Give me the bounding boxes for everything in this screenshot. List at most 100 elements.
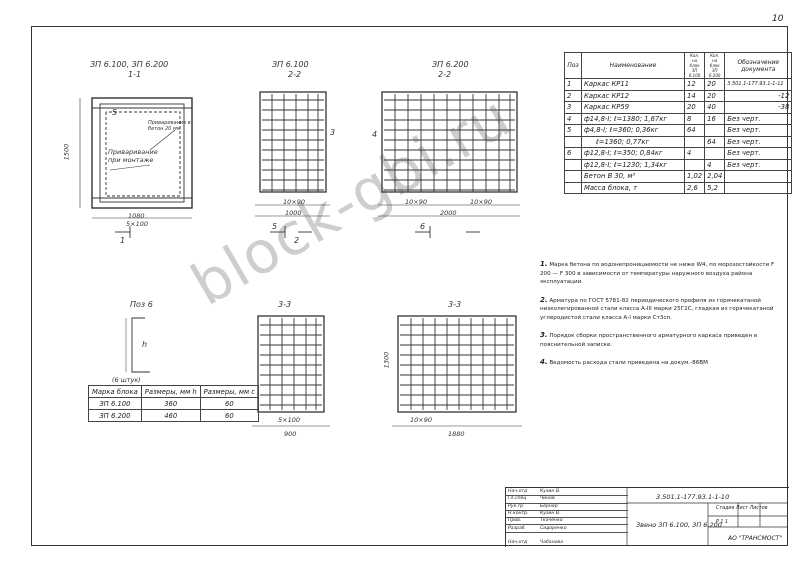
- spec-cell: 64: [683, 124, 706, 137]
- spec-cell: 3.501.1-177.93.1-1-11: [724, 78, 793, 91]
- note-number: 3.: [540, 331, 548, 339]
- view-1-section: [79, 97, 193, 238]
- spec-header-doc: Обозначение документа: [724, 52, 793, 79]
- spec-cell: 2,6: [683, 181, 706, 194]
- note-text: Арматура по ГОСТ 5781-82 периодического …: [540, 297, 774, 321]
- spec-cell: -12: [724, 89, 793, 102]
- dim-1080: 1080: [128, 212, 145, 220]
- spec-cell: 40: [704, 101, 726, 114]
- spec-cell: [564, 170, 582, 183]
- stage-values: Р 1 1: [716, 520, 729, 525]
- spec-cell: Без черт.: [724, 112, 793, 125]
- drawing-frame: [31, 26, 788, 546]
- spec-cell: 20: [704, 89, 726, 102]
- view-3-section: [378, 91, 520, 238]
- role: Разраб.: [508, 525, 527, 531]
- role: Нач.отд: [508, 540, 528, 545]
- document-code: 3.501.1-177.93.1-1-10: [656, 493, 730, 501]
- spec-cell: 14: [683, 89, 706, 102]
- note-item: 3. Порядок сборки пространственного арма…: [540, 331, 780, 349]
- person: Ткаченко: [540, 518, 563, 524]
- pos6-label: Поз 6: [130, 300, 153, 309]
- spec-cell: Масса блока, т: [581, 181, 685, 194]
- callout-h: h: [142, 340, 148, 349]
- note-text: Марка бетона по водонепроницаемости не н…: [540, 262, 775, 285]
- spec-header-qty2: Кол. на блок ЗП 6.200: [704, 52, 726, 79]
- spec-cell: 3: [564, 101, 582, 114]
- spec-cell: 20: [683, 101, 706, 114]
- signature-row: Разраб. Сидоренко: [506, 525, 628, 533]
- person: Сидоренко: [540, 525, 567, 531]
- view-1-title: ЗП 6.100, ЗП 6.200: [90, 60, 169, 69]
- spec-cell: [724, 181, 793, 194]
- dim-10x90-c: 10×90: [470, 198, 492, 206]
- view-2-section-label: 2-2: [288, 70, 302, 79]
- signature-row: Н.контр.Кузин В.: [506, 510, 628, 519]
- view-2-section: [255, 91, 330, 238]
- role: Гл.спец: [508, 496, 527, 502]
- spec-cell: [564, 135, 582, 148]
- spec-cell: [564, 158, 582, 171]
- signature-row: Пров. Ткаченко: [506, 517, 628, 526]
- view-5-section: [392, 315, 522, 427]
- dim-1880: 1880: [448, 430, 465, 438]
- cut-label-2: 2: [294, 236, 300, 245]
- spec-cell: [683, 135, 706, 148]
- spec-cell: ф12,8-I; ℓ=350; 0,84кг: [581, 147, 685, 160]
- note-text: Порядок сборки пространственного арматур…: [540, 333, 758, 348]
- pos6-note: (6 штук): [112, 376, 141, 384]
- spec-cell: 16: [704, 112, 726, 125]
- spec-cell: 5: [564, 124, 582, 137]
- view-1-frame-note: Приваривание в бетон 20 мм: [148, 120, 191, 132]
- mini-cell: 360: [140, 397, 201, 410]
- spec-header-qty1: Кол. на блок ЗП 6.100: [683, 52, 706, 79]
- cut-label-1: 1: [120, 236, 126, 245]
- role: Нач.отд: [508, 489, 528, 494]
- view-4-section-label: 3-3: [278, 300, 292, 309]
- note-item: 1. Марка бетона по водонепроницаемости н…: [540, 260, 780, 287]
- spec-cell: ф4,8-I; ℓ=360; 0,36кг: [581, 124, 685, 137]
- view-3-section-label: 2-2: [438, 70, 452, 79]
- pos6-detail: [125, 317, 150, 373]
- mini-cell: ЗП 6.200: [88, 409, 142, 422]
- mini-cell: 60: [199, 397, 260, 410]
- callout-3: 3: [330, 128, 336, 137]
- spec-cell: [704, 124, 726, 137]
- spec-cell: [724, 170, 793, 183]
- dim-10x90-d: 10×90: [410, 416, 432, 424]
- notes-block: 1. Марка бетона по водонепроницаемости н…: [540, 260, 780, 377]
- dim-1300: 1300: [382, 351, 391, 369]
- spec-cell: ф12,8-I; ℓ=1230; 1,34кг: [581, 158, 685, 171]
- spec-cell: Без черт.: [724, 158, 793, 171]
- dim-5x100: 5×100: [126, 220, 148, 228]
- spec-cell: 5,2: [704, 181, 726, 194]
- dim-10x90: 10×90: [283, 198, 305, 206]
- note-number: 2.: [540, 295, 548, 304]
- mini-header: Размеры, мм с: [199, 385, 260, 398]
- note-item: 2. Арматура по ГОСТ 5781-82 периодическо…: [540, 296, 780, 323]
- spec-cell: 12: [683, 78, 706, 91]
- role: Пров.: [508, 518, 522, 524]
- spec-cell: Бетон В 30, м³: [581, 170, 685, 183]
- view-1-section-label: 1-1: [128, 70, 142, 79]
- spec-cell: 20: [704, 78, 726, 91]
- spec-cell: 64: [704, 135, 726, 148]
- dim-10x90-b: 10×90: [405, 198, 427, 206]
- cut-label-5: 5: [272, 222, 278, 231]
- note-item: 4. Ведомость расхода стали приведена на …: [540, 358, 780, 368]
- signature-row: Рук.гр.Бёрнер: [506, 503, 628, 511]
- view-4-section: [252, 315, 330, 427]
